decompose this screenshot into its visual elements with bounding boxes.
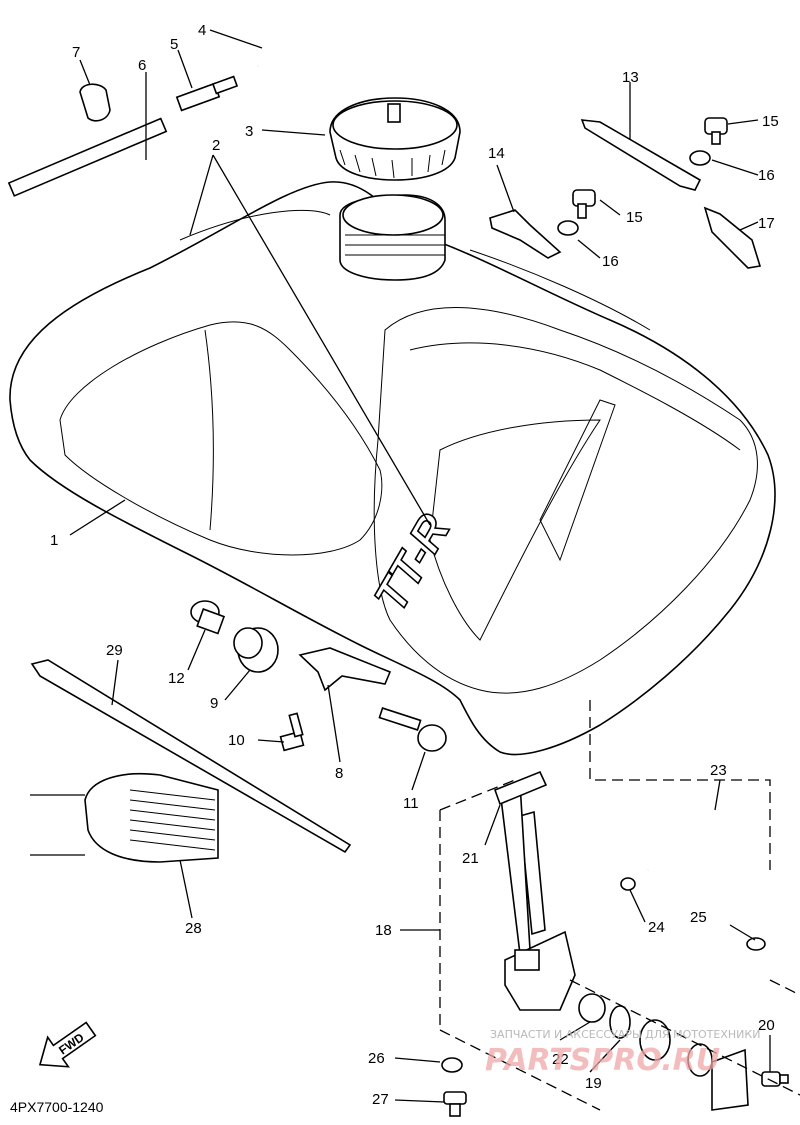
callout-28: 28 <box>185 920 202 937</box>
leader-lines <box>30 29 771 1103</box>
hose-clamp-25 <box>746 937 766 951</box>
bolt-10 <box>279 712 305 752</box>
fwd-arrow: FWD <box>38 1021 97 1068</box>
bracket-17 <box>703 206 762 269</box>
callout-16b: 16 <box>602 253 619 270</box>
bolt-15-lower <box>572 189 596 219</box>
callout-26: 26 <box>368 1050 385 1067</box>
callout-6: 6 <box>138 57 146 74</box>
washer-26 <box>441 1057 463 1073</box>
callout-4: 4 <box>198 22 206 39</box>
fuel-hose-inner <box>642 804 763 921</box>
fuel-cap <box>329 97 461 181</box>
screw-20 <box>761 1071 789 1087</box>
callout-24: 24 <box>648 919 665 936</box>
fuel-cock-group-outline <box>439 700 800 1111</box>
gasket-21 <box>493 770 548 806</box>
collar-12 <box>190 600 226 635</box>
callout-23: 23 <box>710 762 727 779</box>
check-valve <box>175 75 239 112</box>
cable-tie <box>30 659 352 854</box>
callout-29: 29 <box>106 642 123 659</box>
watermark-tagline: ЗАПЧАСТИ И АКСЕССУАРЫ ДЛЯ МОТОТЕХНИКИ <box>490 1028 760 1041</box>
callout-5: 5 <box>170 36 178 53</box>
damper-9 <box>233 627 279 673</box>
callout-16a: 16 <box>758 167 775 184</box>
callout-12: 12 <box>168 670 185 687</box>
watermark-brand: PARTSPRO.RU <box>485 1043 720 1078</box>
callout-18: 18 <box>375 922 392 939</box>
callout-20: 20 <box>758 1017 775 1034</box>
washer-16-lower <box>557 220 579 236</box>
fuel-hose <box>647 809 758 921</box>
breather-hose-inner <box>256 17 398 86</box>
callout-3: 3 <box>245 123 253 140</box>
fuel-tank: TT-R <box>9 181 776 756</box>
callout-17: 17 <box>758 215 775 232</box>
callout-8: 8 <box>335 765 343 782</box>
callout-15b: 15 <box>626 209 643 226</box>
bracket-13 <box>580 119 702 191</box>
o-ring-19 <box>609 1005 631 1039</box>
callout-10: 10 <box>228 732 245 749</box>
callout-25: 25 <box>690 909 707 926</box>
bracket-8 <box>298 647 392 692</box>
callout-14: 14 <box>488 145 505 162</box>
callout-9: 9 <box>210 695 218 712</box>
bolt-11 <box>378 707 447 752</box>
callout-7: 7 <box>72 44 80 61</box>
callout-21: 21 <box>462 850 479 867</box>
hose-clamp-24 <box>620 877 636 891</box>
washer-16-upper <box>689 150 711 166</box>
callout-13: 13 <box>622 69 639 86</box>
heat-shield <box>84 772 219 863</box>
callout-2: 2 <box>212 137 220 154</box>
bolt-15-upper <box>704 117 728 145</box>
callout-19: 19 <box>585 1075 602 1092</box>
callout-labels: 1 2 3 4 5 6 7 8 9 10 11 12 13 14 15 15 1… <box>50 22 779 1108</box>
gasket-22 <box>578 993 606 1023</box>
diagram-code: 4PX7700-1240 <box>10 1099 104 1115</box>
vent-hose <box>7 117 168 197</box>
callout-27: 27 <box>372 1091 389 1108</box>
bracket-14 <box>489 209 562 259</box>
hose-clip <box>79 83 111 122</box>
callout-11: 11 <box>403 795 419 812</box>
callout-15a: 15 <box>762 113 779 130</box>
callout-1: 1 <box>50 532 58 549</box>
callout-22: 22 <box>552 1051 569 1068</box>
fuel-cock <box>499 781 576 1011</box>
screw-27 <box>443 1091 467 1117</box>
